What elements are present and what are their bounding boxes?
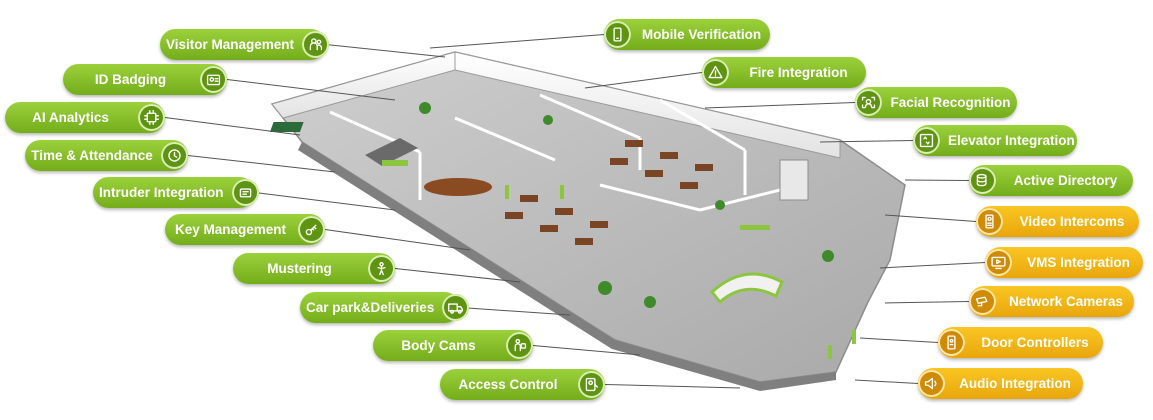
feature-video-intercoms-button[interactable]: Video Intercoms	[976, 206, 1139, 237]
feature-car-park-and-deliveries-button[interactable]: Car park&Deliveries	[300, 292, 470, 323]
feature-active-directory-button[interactable]: Active Directory	[969, 165, 1133, 196]
muster-icon	[368, 255, 395, 282]
leader-line	[394, 268, 521, 283]
mobile-icon	[604, 21, 631, 48]
feature-mustering-button[interactable]: Mustering	[233, 253, 395, 284]
green-accent-panels	[382, 160, 856, 359]
feature-vms-integration-button[interactable]: VMS Integration	[985, 247, 1143, 278]
fire-warning-icon	[702, 59, 729, 86]
feature-label: Intruder Integration	[99, 185, 224, 200]
leader-line	[324, 229, 471, 251]
badge-icon	[200, 66, 227, 93]
feature-label: AI Analytics	[32, 110, 109, 125]
ping-pong-table	[269, 122, 304, 132]
feature-label: Audio Integration	[959, 376, 1071, 391]
feature-label: Network Cameras	[1008, 294, 1124, 309]
feature-label: Access Control	[458, 377, 558, 392]
meeting-table	[424, 178, 492, 196]
leader-line	[187, 155, 336, 173]
door-controller-icon	[938, 329, 965, 356]
leader-line	[884, 301, 970, 304]
plants	[419, 102, 834, 308]
leader-line	[604, 384, 741, 389]
feature-label: Elevator Integration	[948, 133, 1075, 148]
body-cam-icon	[506, 332, 533, 359]
lounge-sofa	[365, 138, 418, 166]
feature-key-management-button[interactable]: Key Management	[165, 214, 325, 245]
leader-line	[532, 345, 641, 356]
clock-icon	[161, 142, 188, 169]
feature-fire-integration-button[interactable]: Fire Integration	[702, 57, 866, 88]
leader-line	[819, 140, 914, 143]
feature-label: Video Intercoms	[1019, 214, 1125, 229]
leader-lines	[164, 34, 986, 389]
back-wall-right	[454, 51, 841, 159]
leader-line	[584, 72, 703, 89]
feature-elevator-integration-button[interactable]: Elevator Integration	[913, 125, 1077, 156]
feature-mobile-verification-button[interactable]: Mobile Verification	[604, 19, 770, 50]
feature-label: Mustering	[267, 261, 332, 276]
feature-facial-recognition-button[interactable]: Facial Recognition	[855, 87, 1017, 118]
reception-desk	[709, 272, 784, 305]
feature-label: Key Management	[174, 222, 287, 237]
feature-label: Visitor Management	[166, 37, 295, 52]
workstations	[505, 140, 713, 245]
leader-line	[226, 79, 396, 101]
leader-line	[459, 307, 571, 316]
feature-id-badging-button[interactable]: ID Badging	[63, 64, 227, 95]
feature-time-and-attendance-button[interactable]: Time & Attendance	[25, 140, 188, 171]
camera-icon	[969, 288, 996, 315]
feature-visitor-management-button[interactable]: Visitor Management	[160, 29, 330, 60]
vms-icon	[985, 249, 1012, 276]
access-card-icon	[578, 371, 605, 398]
feature-label: Door Controllers	[981, 335, 1089, 350]
building-illustration	[269, 51, 906, 391]
leader-line	[879, 262, 986, 269]
feature-label: Body Cams	[401, 338, 476, 353]
ai-chip-icon	[138, 104, 165, 131]
leader-line	[429, 34, 605, 49]
leader-line	[325, 44, 446, 58]
feature-label: Active Directory	[1013, 173, 1118, 188]
leader-line	[704, 102, 856, 109]
feature-network-cameras-button[interactable]: Network Cameras	[969, 286, 1134, 317]
feature-label: Facial Recognition	[890, 95, 1011, 110]
feature-audio-integration-button[interactable]: Audio Integration	[918, 368, 1083, 399]
feature-label: ID Badging	[94, 72, 167, 87]
feature-label: Fire Integration	[749, 65, 848, 80]
speaker-icon	[918, 370, 945, 397]
leader-line	[884, 214, 977, 222]
feature-body-cams-button[interactable]: Body Cams	[373, 330, 533, 361]
feature-label: Time & Attendance	[31, 148, 153, 163]
feature-access-control-button[interactable]: Access Control	[440, 369, 605, 400]
feature-label: Car park&Deliveries	[306, 300, 435, 315]
feature-label: Mobile Verification	[641, 27, 762, 42]
feature-ai-analytics-button[interactable]: AI Analytics	[5, 102, 165, 133]
interior-walls	[329, 93, 781, 212]
elevator-icon	[913, 127, 940, 154]
leader-line	[254, 192, 396, 211]
alarm-icon	[231, 179, 259, 206]
leader-line	[164, 117, 301, 136]
key-icon	[298, 216, 325, 243]
leader-line	[904, 179, 970, 181]
truck-icon	[442, 294, 470, 321]
feature-intruder-integration-button[interactable]: Intruder Integration	[93, 177, 259, 208]
directory-icon	[969, 167, 996, 194]
feature-label: VMS Integration	[1027, 255, 1130, 270]
intercom-icon	[976, 208, 1003, 235]
feature-door-controllers-button[interactable]: Door Controllers	[938, 327, 1103, 358]
visitor-icon	[302, 31, 330, 58]
elevator-core	[779, 159, 809, 201]
leader-line	[854, 379, 919, 384]
leader-line	[859, 337, 939, 343]
face-scan-icon	[855, 89, 882, 116]
